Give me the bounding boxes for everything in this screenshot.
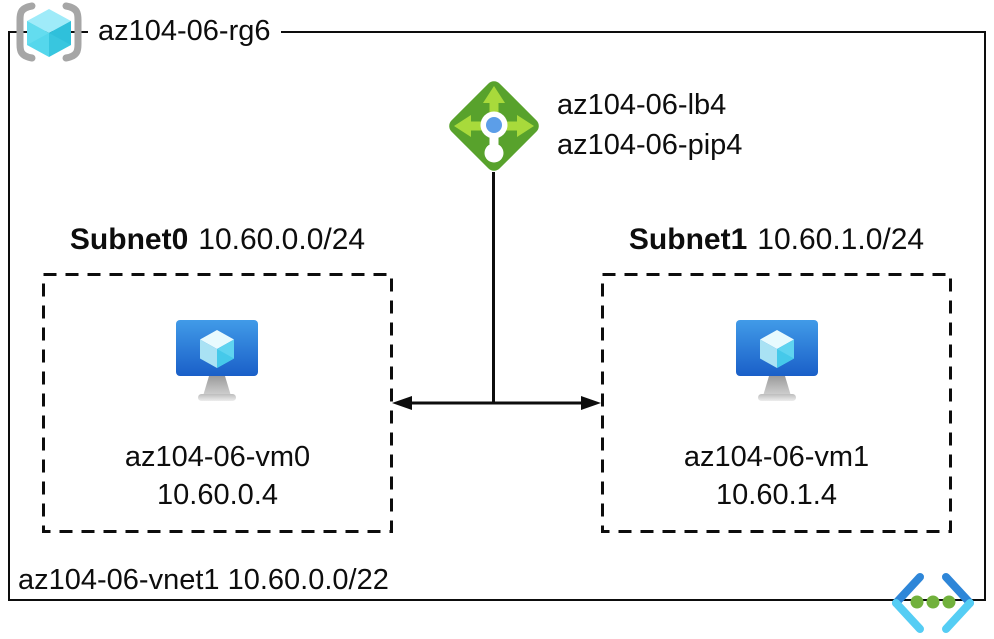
public-ip-name: az104-06-pip4	[557, 129, 743, 161]
subnet0-box	[42, 273, 393, 533]
vm0-icon	[176, 320, 258, 401]
subnet0-name: Subnet0	[69, 223, 189, 256]
load-balancer-icon	[449, 81, 539, 171]
subnet1-box	[601, 273, 952, 533]
vnet-label: az104-06-vnet1 10.60.0.0/22	[18, 564, 389, 596]
subnet1-dashed-outline	[601, 273, 952, 533]
resource-group-label: az104-06-rg6	[88, 11, 281, 51]
resource-group-border	[8, 31, 986, 601]
vm0-labels: az104-06-vm0 10.60.0.4	[42, 438, 393, 514]
lb-connector-line	[492, 172, 495, 404]
subnet0-title: Subnet0 10.60.0.0/24	[42, 219, 393, 261]
subnet-connector-arrow	[392, 396, 601, 410]
vm1-ip: 10.60.1.4	[716, 479, 837, 511]
vm1-icon	[736, 320, 818, 401]
subnet0-dashed-outline	[42, 273, 393, 533]
load-balancer-name: az104-06-lb4	[557, 89, 727, 121]
vm1-name: az104-06-vm1	[683, 441, 870, 473]
vm1-labels: az104-06-vm1 10.60.1.4	[601, 438, 952, 514]
lb-center-dot	[486, 117, 502, 133]
vm0-ip: 10.60.0.4	[157, 479, 278, 511]
subnet1-title: Subnet1 10.60.1.0/24	[601, 219, 952, 261]
load-balancer-labels: az104-06-lb4 az104-06-pip4	[557, 85, 742, 165]
subnet1-cidr: 10.60.1.0/24	[757, 223, 925, 256]
subnet0-cidr: 10.60.0.0/24	[198, 223, 366, 256]
resource-group-icon	[16, 2, 82, 62]
subnet1-name: Subnet1	[628, 223, 748, 256]
vm0-name: az104-06-vm0	[124, 441, 311, 473]
virtual-network-icon	[892, 573, 974, 633]
